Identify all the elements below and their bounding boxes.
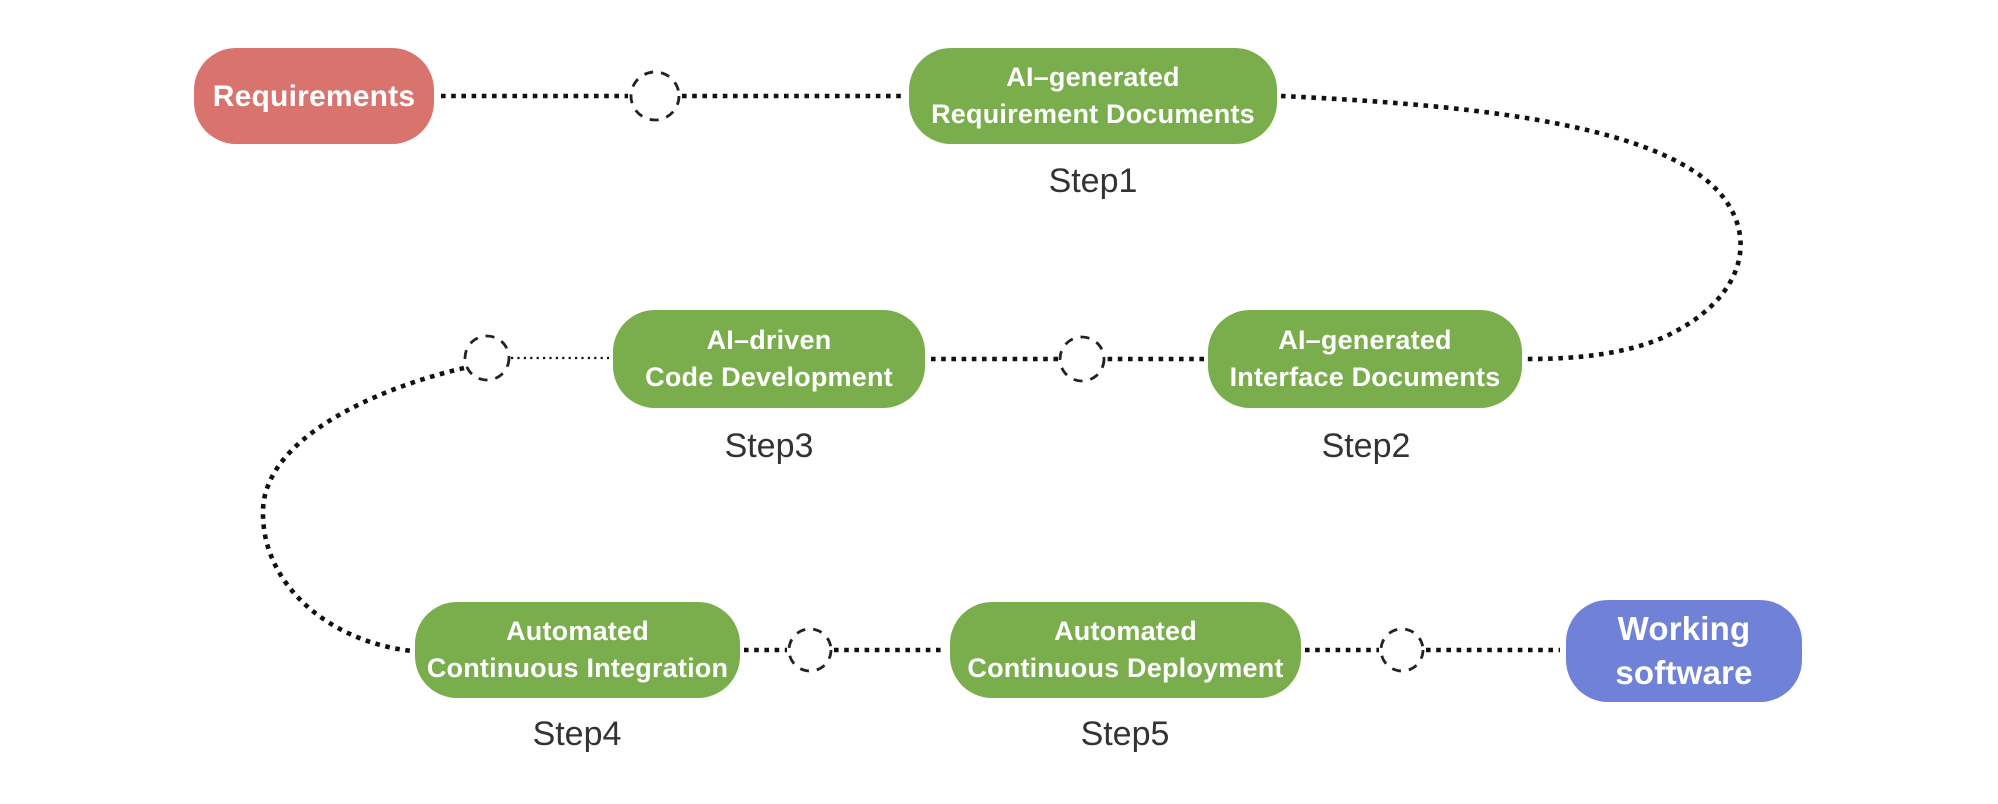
step5-label: Step5 <box>1080 715 1170 753</box>
junction-circle-3 <box>1058 335 1106 383</box>
junction-circle-5 <box>1379 627 1425 673</box>
node-interface-docs-line1: AI–generated <box>1278 325 1452 355</box>
node-working-line1: Working <box>1617 610 1751 647</box>
step2-label: Step2 <box>1321 427 1411 465</box>
node-interface-docs-line2: Interface Documents <box>1229 362 1501 392</box>
step4-label: Step4 <box>532 715 622 753</box>
node-automated-continuous-integration: Automated Continuous Integration <box>415 602 740 698</box>
node-req-docs-line1: AI–generated <box>1006 62 1180 92</box>
node-requirements: Requirements <box>194 48 434 144</box>
node-ci-line1: Automated <box>506 616 649 646</box>
node-code-dev-line1: AI–driven <box>706 325 832 355</box>
node-requirements-label: Requirements <box>212 79 416 113</box>
node-working-line2: software <box>1615 654 1753 691</box>
node-code-dev-line2: Code Development <box>645 362 893 392</box>
connector-curve-right <box>1280 93 1743 362</box>
node-working-software: Working software <box>1566 600 1802 702</box>
node-ai-generated-requirement-documents: AI–generated Requirement Documents <box>909 48 1277 144</box>
node-ai-driven-code-development: AI–driven Code Development <box>613 310 925 408</box>
node-cd-line1: Automated <box>1054 616 1197 646</box>
junction-circle-2 <box>463 334 511 382</box>
step3-label: Step3 <box>724 427 814 465</box>
step1-label: Step1 <box>1048 162 1138 200</box>
connector-curve-left <box>260 365 465 654</box>
node-req-docs-line2: Requirement Documents <box>931 99 1255 129</box>
junction-circle-1 <box>629 70 681 122</box>
node-ci-line2: Continuous Integration <box>426 653 729 683</box>
node-automated-continuous-deployment: Automated Continuous Deployment <box>950 602 1301 698</box>
junction-circle-4 <box>787 627 833 673</box>
node-ai-generated-interface-documents: AI–generated Interface Documents <box>1208 310 1522 408</box>
node-cd-line2: Continuous Deployment <box>967 653 1284 683</box>
